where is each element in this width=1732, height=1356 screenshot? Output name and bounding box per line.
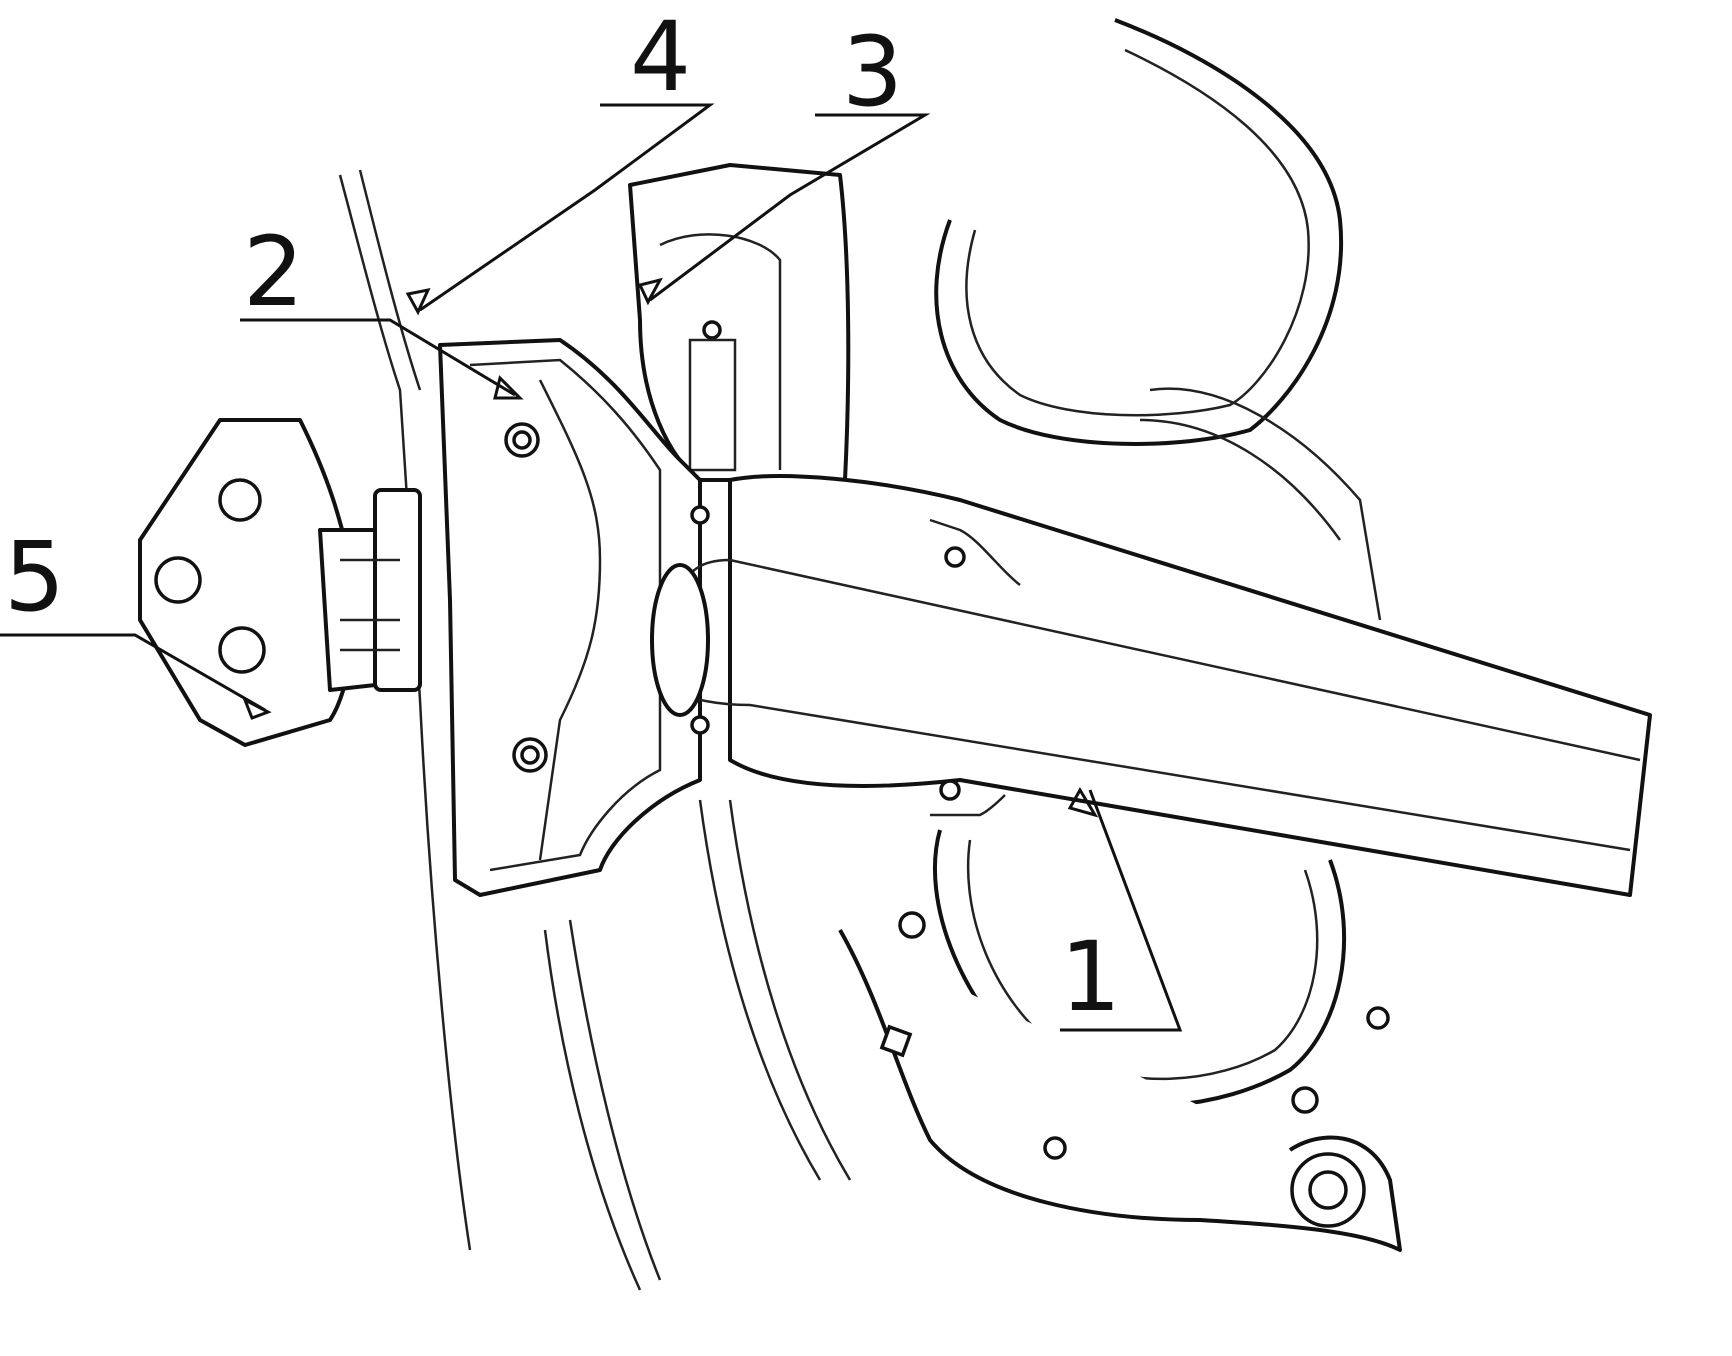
lower-opening [840,830,1400,1250]
cross-beam [652,476,1650,895]
callout-1: 1 [1060,921,1121,1033]
callout-2: 2 [243,216,304,328]
callout-5: 5 [4,521,65,633]
callout-3: 3 [842,16,903,128]
door-hinge [140,420,420,745]
callout-4: 4 [630,1,691,113]
reinforcement-plate [630,165,848,480]
